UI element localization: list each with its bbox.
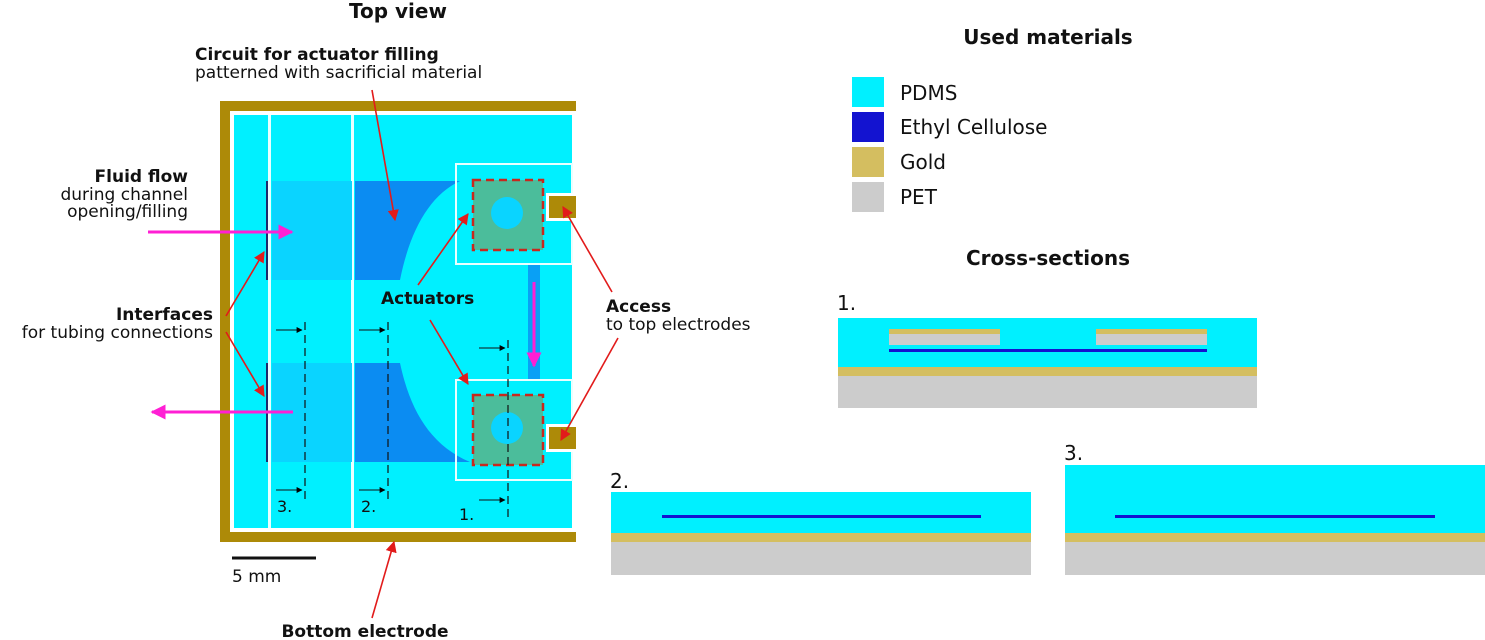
legend-swatch-gold: [852, 147, 884, 177]
cross-sections-title: Cross-sections: [966, 246, 1130, 270]
pdms-layer: [1065, 465, 1485, 533]
pet-layer: [838, 376, 1257, 408]
pet-layer: [1065, 542, 1485, 575]
actuator-upper-chamber: [491, 197, 523, 229]
section-label-1: 1.: [459, 505, 474, 524]
cross-section-1: 1.: [837, 291, 1257, 408]
access-subtitle: to top electrodes: [606, 315, 751, 335]
pet-layer: [611, 542, 1031, 575]
legend-swatch-pet: [852, 182, 884, 212]
device-top-view: 3. 2. 1.: [220, 101, 576, 542]
actuators-arrow-upper: [417, 213, 469, 286]
legend-label-gold: Gold: [900, 150, 946, 174]
cross-section-2: 2.: [610, 469, 1031, 575]
section-label-3: 3.: [277, 497, 292, 516]
ethyl-cellulose-line: [1115, 515, 1435, 518]
actuator-upper-dashed: [471, 178, 545, 252]
access-title: Access: [606, 297, 671, 317]
separator-line: [351, 115, 354, 528]
interfaces-subtitle: for tubing connections: [22, 323, 213, 343]
interfaces-arrow-lower: [225, 331, 265, 397]
cross-section-2-label: 2.: [610, 469, 629, 493]
access-arrow-lower: [560, 337, 619, 441]
top-electrode-pet: [889, 334, 1000, 345]
legend: PDMS Ethyl Cellulose Gold PET: [852, 77, 1047, 212]
top-electrode-pet: [1096, 334, 1207, 345]
channel-upper-dark: [355, 181, 460, 280]
fluid-flow-title: Fluid flow: [95, 167, 189, 187]
top-electrode-pad: [549, 196, 576, 218]
cross-section-3-label: 3.: [1064, 441, 1083, 465]
interfaces-title: Interfaces: [116, 305, 213, 325]
channel-lower-dark: [355, 363, 470, 462]
top-electrode-gold: [889, 329, 1000, 334]
actuators-arrow-lower: [429, 319, 469, 385]
bottom-electrode-arrow: [371, 540, 397, 619]
circuit-title: Circuit for actuator filling: [195, 45, 439, 65]
bottom-electrode-label: Bottom electrode: [281, 622, 448, 640]
top-view-title: Top view: [349, 0, 447, 23]
top-electrode-gold: [1096, 329, 1207, 334]
legend-label-ethyl-cellulose: Ethyl Cellulose: [900, 115, 1047, 139]
cross-section-3: 3.: [1064, 441, 1485, 575]
legend-label-pdms: PDMS: [900, 81, 957, 105]
interfaces-arrow-upper: [225, 251, 265, 317]
access-arrow-upper: [562, 206, 613, 293]
legend-swatch-ethyl-cellulose: [852, 112, 884, 142]
legend-label-pet: PET: [900, 185, 938, 209]
gold-layer: [611, 533, 1031, 542]
gold-layer: [1065, 533, 1485, 542]
circuit-arrow: [371, 89, 399, 222]
fluid-flow-subtitle-2: opening/filling: [67, 202, 188, 222]
ethyl-cellulose-line: [662, 515, 981, 518]
fluid-flow-subtitle-1: during channel: [60, 185, 188, 205]
ethyl-cellulose-line: [889, 349, 1207, 352]
legend-swatch-pdms: [852, 77, 884, 107]
section-label-2: 2.: [361, 497, 376, 516]
circuit-subtitle: patterned with sacrificial material: [195, 63, 482, 83]
actuators-label: Actuators: [381, 289, 474, 309]
separator-line: [268, 115, 271, 528]
actuator-lower-chamber: [491, 412, 523, 444]
gold-layer: [838, 367, 1257, 376]
cross-section-1-label: 1.: [837, 291, 856, 315]
scale-bar-label: 5 mm: [232, 567, 281, 587]
pdms-layer: [611, 492, 1031, 533]
legend-title: Used materials: [963, 25, 1132, 49]
